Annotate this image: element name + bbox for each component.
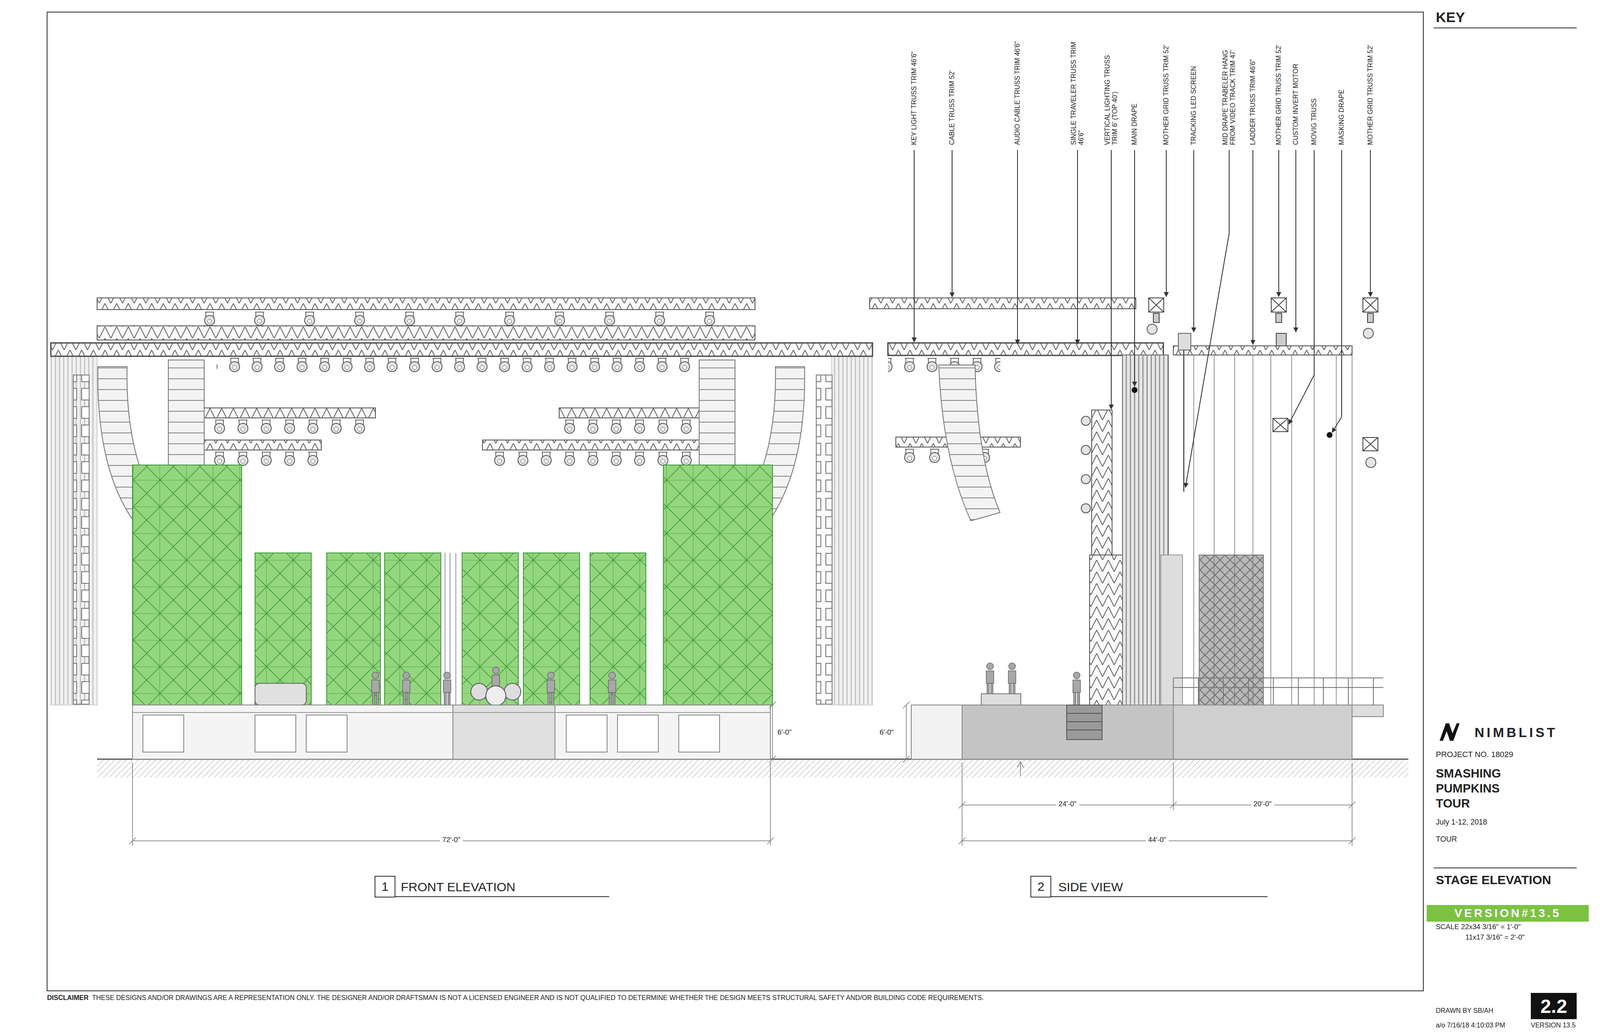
- version-note: VERSION 13.5: [1530, 1021, 1576, 1030]
- disclaimer-heading: DISCLAIMER: [47, 994, 89, 1002]
- scale-note: 11x17 3/16" = 2'-0": [1465, 933, 1525, 942]
- node-text: 2.2: [1540, 995, 1568, 1018]
- drawn-by: DRAWN BY SB/AH: [1435, 1007, 1494, 1015]
- company-logo: NIMBLIST: [1474, 725, 1558, 741]
- key-heading: KEY: [1435, 9, 1465, 26]
- event-type: TOUR: [1435, 835, 1458, 844]
- sheet-title: STAGE ELEVATION: [1435, 872, 1552, 888]
- node-text: 1: [381, 879, 389, 894]
- callout-label: TRACKING LED SCREEN: [1190, 66, 1198, 145]
- view-title: FRONT ELEVATION: [400, 880, 516, 895]
- callout-label: SINGLE TRAVELER TRUSS TRIM 46'6": [1070, 40, 1085, 145]
- callout-label: MOTHER GRID TRUSS TRIM 52': [1275, 44, 1283, 145]
- callout-label: MOTHER GRID TRUSS TRIM 52': [1162, 44, 1170, 145]
- disclaimer-text: THESE DESIGNS AND/OR DRAWINGS ARE A REPR…: [92, 994, 984, 1002]
- dimension: 20'-0": [1251, 800, 1275, 809]
- view-number-box: 2: [1030, 875, 1052, 898]
- project-number: PROJECT NO. 18029: [1435, 750, 1514, 760]
- callout-label: MOTHER GRID TRUSS TRIM 52': [1366, 44, 1375, 145]
- callout-label: CABLE TRUSS TRIM 52': [948, 70, 956, 145]
- callout-label: KEY LIGHT TRUSS TRIM 46'6": [910, 51, 918, 145]
- show-title: SMASHING PUMPKINS TOUR: [1435, 765, 1528, 811]
- callout-label: VERTICAL LIGHTING TRUSS TRIM 6' (TOP 40'…: [1103, 40, 1119, 145]
- callout-label: LADDER TRUSS TRIM 46'6": [1249, 59, 1257, 145]
- timestamp: a/o 7/16/18 4:10:03 PM: [1435, 1021, 1505, 1030]
- node-text: 2: [1037, 879, 1045, 894]
- dimension: 6'-0": [879, 728, 894, 737]
- callout-label: MASKING DRAPE: [1337, 89, 1346, 145]
- sheet-number-box: 2.2: [1530, 992, 1577, 1020]
- callout-label: MOVIG TRUSS: [1310, 98, 1318, 145]
- callout-label: MID DRAPE TRABELER HANG FROM VIDEO TRACK…: [1221, 40, 1237, 145]
- dimension: 6'-0": [777, 728, 792, 737]
- scale-note: SCALE 22x34 3/16" = 1'-0": [1435, 922, 1521, 932]
- view-title: SIDE VIEW: [1058, 880, 1123, 895]
- callout-label: AUDIO CABLE TRUSS TRIM 46'6": [1013, 41, 1022, 145]
- version-band: VERSION#13.5: [1426, 905, 1589, 922]
- dimension: 44'-0": [1145, 835, 1169, 845]
- view-number-box: 1: [374, 875, 396, 898]
- dimension: 24'-0": [1056, 800, 1080, 809]
- callout-label: CUSTOM INVERT MOTOR: [1292, 63, 1300, 145]
- dimension: 72'-0": [440, 835, 463, 845]
- date: July 1-12, 2018: [1435, 817, 1488, 827]
- callout-label: MAIN DRAPE: [1130, 103, 1139, 145]
- node-text: VERSION#13.5: [1454, 906, 1561, 920]
